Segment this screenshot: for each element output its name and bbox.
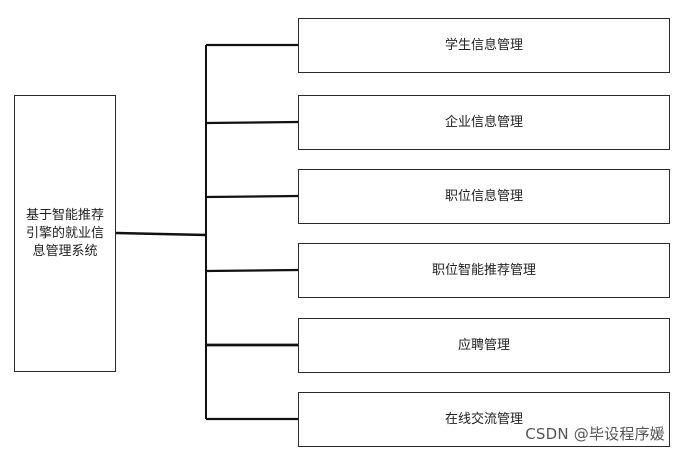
- module-box-student-info: 学生信息管理: [298, 18, 670, 73]
- module-box-position-recommendation: 职位智能推荐管理: [298, 243, 670, 298]
- module-label: 在线交流管理: [444, 411, 523, 427]
- module-label: 职位智能推荐管理: [431, 262, 536, 278]
- module-box-position-info: 职位信息管理: [298, 169, 670, 224]
- module-label: 职位信息管理: [444, 188, 523, 204]
- branch-line-3: [205, 194, 299, 199]
- module-label: 学生信息管理: [444, 37, 523, 53]
- module-box-online-chat: 在线交流管理: [298, 392, 670, 447]
- watermark-text: CSDN @毕设程序媛: [525, 425, 665, 443]
- root-system-box: 基于智能推荐引擎的就业信息管理系统: [14, 95, 116, 372]
- root-to-trunk-line: [115, 231, 207, 237]
- module-label: 应聘管理: [457, 337, 510, 353]
- module-box-enterprise-info: 企业信息管理: [298, 95, 670, 150]
- branch-line-2: [205, 120, 299, 125]
- branch-line-4: [205, 268, 299, 273]
- module-box-application: 应聘管理: [298, 318, 670, 373]
- root-system-label: 基于智能推荐引擎的就业信息管理系统: [25, 207, 104, 259]
- module-label: 企业信息管理: [444, 114, 523, 130]
